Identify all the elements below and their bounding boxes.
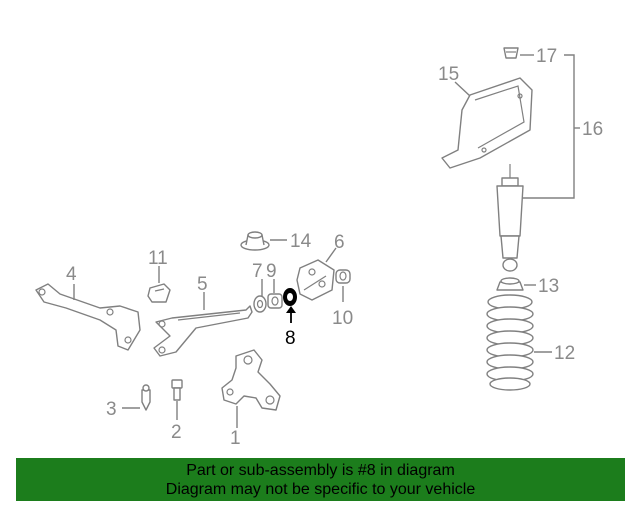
callout-3: 3 [106, 399, 117, 420]
leader-8-arrowhead [286, 306, 296, 313]
part-12-coil-spring [486, 294, 534, 391]
callout-11: 11 [148, 248, 168, 269]
part-14-mount [240, 231, 270, 251]
part-15-shock-bracket [441, 77, 533, 169]
part-1-knuckle [221, 349, 281, 411]
banner-line-2: Diagram may not be specific to your vehi… [165, 481, 476, 498]
part-5-radius-arm [153, 305, 253, 357]
part-13-spring-seat [496, 277, 524, 291]
part-7-bushing [253, 295, 267, 313]
parts-diagram: 17 16 15 13 12 [35, 46, 603, 449]
part-17-bump-stop [503, 47, 519, 59]
callout-4: 4 [66, 264, 77, 285]
part-9-bushing [267, 293, 283, 309]
leader-15 [454, 81, 471, 97]
part-11-bushing-block [147, 283, 171, 303]
info-banner: Part or sub-assembly is #8 in diagram Di… [16, 458, 625, 501]
callout-10: 10 [332, 308, 353, 329]
banner-line-1: Part or sub-assembly is #8 in diagram [186, 462, 455, 479]
bracket-16 [518, 54, 575, 199]
callout-17: 17 [536, 46, 557, 67]
callout-5: 5 [197, 274, 208, 295]
part-8-bushing-highlighted [283, 288, 297, 306]
leader-6 [325, 247, 337, 263]
callout-8: 8 [285, 328, 296, 349]
callout-13: 13 [538, 276, 559, 297]
callout-7: 7 [252, 261, 263, 282]
part-4-control-arm [35, 283, 141, 351]
callout-9: 9 [266, 261, 277, 282]
callout-16: 16 [582, 119, 603, 140]
callout-14: 14 [290, 231, 312, 252]
part-2-stud [171, 379, 183, 401]
callout-15: 15 [438, 64, 459, 85]
callout-1: 1 [230, 428, 241, 449]
callout-12: 12 [554, 343, 575, 364]
callout-6: 6 [334, 232, 345, 253]
callout-2: 2 [171, 422, 182, 443]
part-6-pivot-bracket [296, 259, 335, 301]
part-10-bushing [335, 269, 351, 284]
part-3-ball-joint [141, 384, 151, 411]
shock-absorber [496, 164, 524, 272]
